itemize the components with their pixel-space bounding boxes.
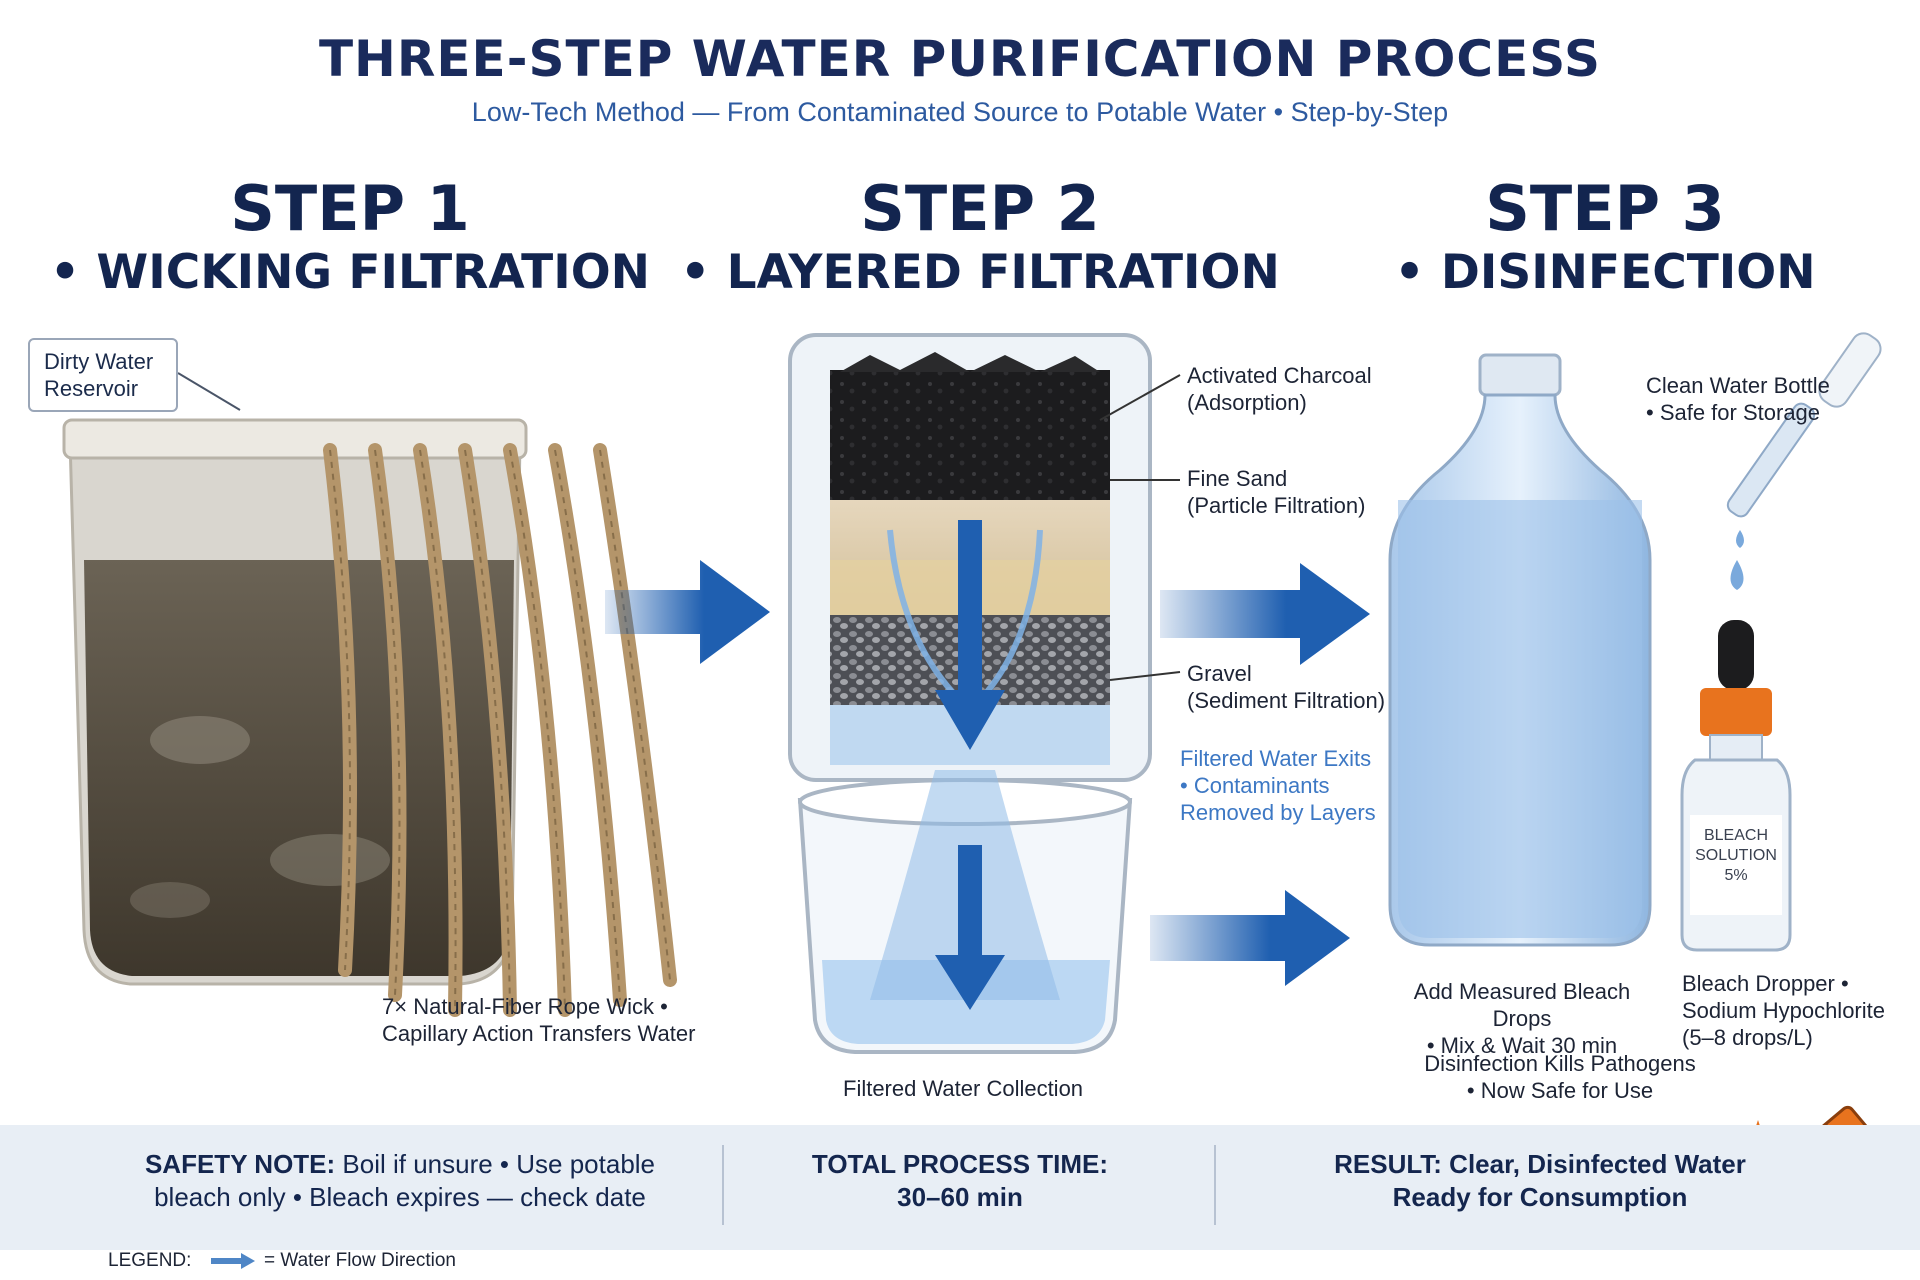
step-1-header: STEP 1 • WICKING FILTRATION — [40, 175, 660, 303]
safety-label: SAFETY NOTE: — [144, 1149, 336, 1179]
safety-text-line2: bleach only • Bleach expires — check dat… — [154, 1182, 646, 1212]
step-3-header: STEP 3 • DISINFECTION — [1295, 175, 1915, 303]
disinfection-label: Disinfection Kills Pathogens • Now Safe … — [1420, 1050, 1700, 1104]
process-time-value: 30–60 min — [897, 1182, 1023, 1212]
bleach-label-line1: BLEACH — [1703, 827, 1769, 844]
wick-label-line1: 7× Natural-Fiber Rope Wick • — [382, 994, 668, 1019]
add-bleach-line1: Add Measured Bleach Drops — [1413, 979, 1631, 1031]
dirty-water-reservoir — [62, 418, 528, 986]
step-3-number: STEP 3 — [1485, 172, 1725, 245]
wick-label-line2: Capillary Action Transfers Water — [382, 1021, 696, 1046]
result-line2: Ready for Consumption — [1392, 1182, 1688, 1212]
gravel-label-line1: Gravel — [1187, 661, 1252, 686]
safety-text-line1: Boil if unsure • Use potable — [342, 1149, 656, 1179]
flow-arrow-icon — [935, 520, 1005, 750]
legend: LEGEND: = Water Flow Direction — [108, 1250, 456, 1272]
reservoir-pointer — [177, 372, 241, 411]
safety-note: SAFETY NOTE: Boil if unsure • Use potabl… — [130, 1148, 670, 1214]
sand-label-line1: Fine Sand — [1187, 466, 1288, 491]
reservoir-label-line2: Reservoir — [44, 376, 139, 401]
sand-label-line2: (Particle Filtration) — [1187, 493, 1366, 518]
page-title: THREE-STEP WATER PURIFICATION PROCESS — [318, 30, 1602, 88]
dropper-label-line1: Bleach Dropper • — [1682, 971, 1849, 996]
step-3-name: • DISINFECTION — [1394, 245, 1816, 300]
bleach-bottle-label: BLEACH SOLUTION 5% — [1690, 826, 1782, 886]
process-time-label: TOTAL PROCESS TIME: — [811, 1149, 1109, 1179]
bottle-label: Clean Water Bottle • Safe for Storage — [1646, 372, 1830, 426]
summary-divider — [722, 1145, 724, 1225]
bleach-bottle — [1680, 620, 1792, 952]
charcoal-label: Activated Charcoal (Adsorption) — [1187, 362, 1372, 416]
disinfection-line1: Disinfection Kills Pathogens — [1424, 1051, 1696, 1076]
page-subtitle: Low-Tech Method — From Contaminated Sour… — [471, 97, 1449, 127]
reservoir-label-line1: Dirty Water — [44, 349, 154, 374]
collection-label: Filtered Water Collection — [843, 1076, 1084, 1101]
step-1-number: STEP 1 — [230, 172, 470, 245]
gravel-label: Gravel (Sediment Filtration) — [1187, 660, 1385, 714]
summary-bar — [0, 1125, 1920, 1250]
flow-arrow-icon — [1150, 890, 1350, 986]
dropper-label-line2: Sodium Hypochlorite — [1682, 998, 1885, 1023]
result-note: RESULT: Clear, Disinfected Water Ready f… — [1290, 1148, 1790, 1214]
step-2-name: • LAYERED FILTRATION — [680, 245, 1280, 300]
gravel-label-line2: (Sediment Filtration) — [1187, 688, 1386, 713]
legend-label: LEGEND: — [108, 1250, 192, 1271]
disinfection-line2: • Now Safe for Use — [1466, 1078, 1654, 1103]
legend-flow-label: = Water Flow Direction — [263, 1250, 456, 1271]
bottle-label-line2: • Safe for Storage — [1646, 400, 1821, 425]
dropper-label-line3: (5–8 drops/L) — [1682, 1025, 1813, 1050]
step-2-header: STEP 2 • LAYERED FILTRATION — [670, 175, 1290, 303]
add-bleach-line2: • Mix & Wait 30 min — [1426, 1033, 1618, 1058]
process-time: TOTAL PROCESS TIME: 30–60 min — [760, 1148, 1160, 1214]
flow-arrow-icon — [935, 845, 1005, 1010]
result-line1: RESULT: Clear, Disinfected Water — [1334, 1149, 1746, 1179]
wick-label: 7× Natural-Fiber Rope Wick • Capillary A… — [382, 993, 695, 1047]
add-bleach-label: Add Measured Bleach Drops • Mix & Wait 3… — [1382, 978, 1662, 1059]
reservoir-callout: Dirty Water Reservoir — [28, 338, 178, 412]
dropper-label: Bleach Dropper • Sodium Hypochlorite (5–… — [1682, 970, 1885, 1051]
flow-arrow-icon — [1160, 563, 1370, 665]
bottle-label-line1: Clean Water Bottle — [1646, 373, 1830, 398]
exit-label-line1: Filtered Water Exits — [1180, 746, 1372, 771]
summary-divider — [1214, 1145, 1216, 1225]
bleach-label-line3: 5% — [1724, 867, 1748, 884]
step-2-number: STEP 2 — [860, 172, 1100, 245]
purification-illustration — [62, 332, 1882, 1130]
charcoal-label-line2: (Adsorption) — [1187, 390, 1307, 415]
bleach-label-line2: SOLUTION — [1695, 847, 1777, 864]
sand-label: Fine Sand (Particle Filtration) — [1187, 465, 1365, 519]
clean-water-bottle — [1388, 353, 1652, 947]
exit-label-line2: • Contaminants — [1180, 773, 1330, 798]
filtered-exit-label: Filtered Water Exits • Contaminants Remo… — [1180, 745, 1376, 826]
step-1-name: • WICKING FILTRATION — [50, 245, 650, 300]
flow-arrow-icon — [605, 560, 770, 664]
bleach-dropper — [1726, 332, 1882, 590]
exit-label-line3: Removed by Layers — [1180, 800, 1376, 825]
flow-arrow-icon — [210, 1252, 255, 1269]
charcoal-label-line1: Activated Charcoal — [1187, 363, 1372, 388]
